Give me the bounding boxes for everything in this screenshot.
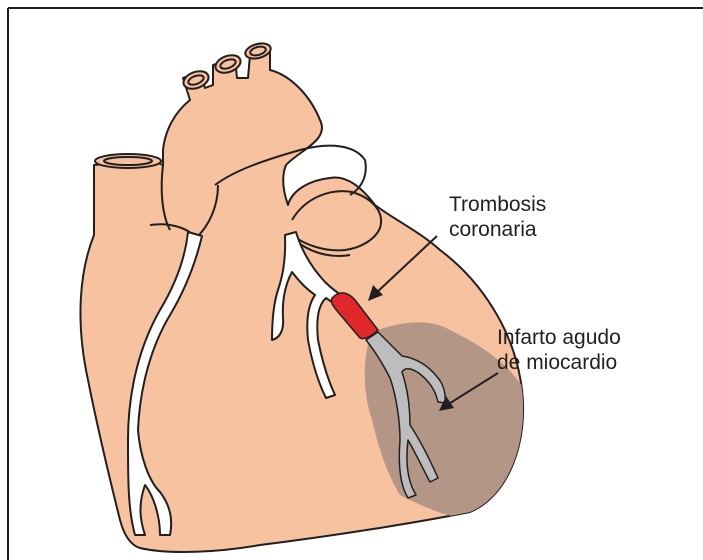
thrombosis-label-line2: coronaria [449,218,537,241]
heart [80,41,530,552]
infarct-label-line1: Infarto agudo [497,326,621,349]
infarct-label-line2: de miocardio [497,351,617,374]
thrombosis-label-line1: Trombosis [449,193,546,216]
